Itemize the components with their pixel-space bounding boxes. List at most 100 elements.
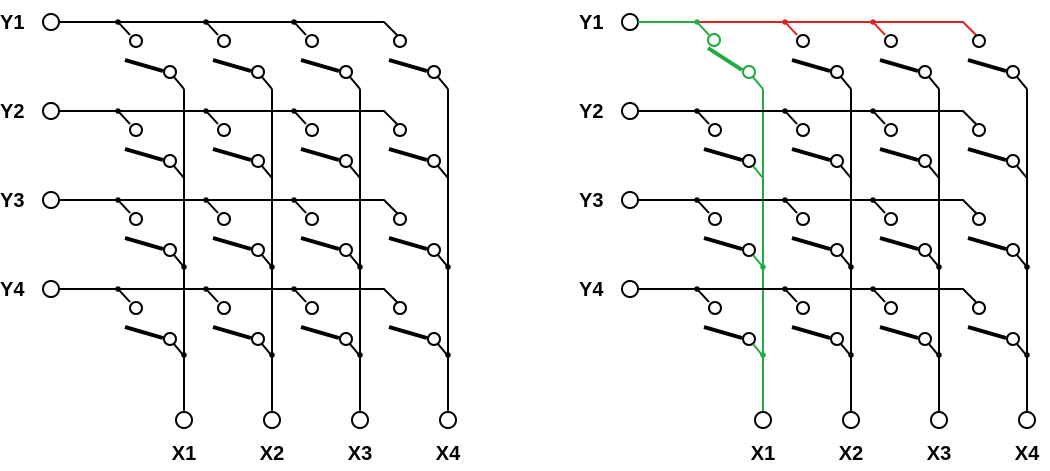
switch-lead — [1016, 343, 1028, 357]
row-terminal — [42, 102, 60, 120]
switch-lead — [437, 76, 449, 90]
switch-contact — [884, 34, 898, 48]
switch-contact — [796, 123, 810, 137]
switch-blade-open — [967, 58, 1007, 73]
row-wire — [118, 110, 398, 125]
switch-blade-open — [124, 236, 164, 251]
switch-contact — [339, 243, 353, 257]
switch-arm — [696, 199, 710, 214]
switch-arm — [117, 110, 131, 125]
switch-contact — [972, 123, 986, 137]
row-wire — [118, 288, 398, 303]
row-label: Y3 — [579, 190, 603, 212]
switch-arm — [117, 199, 131, 214]
switch-blade-open — [703, 236, 743, 251]
switch-contact — [742, 65, 756, 79]
switch-contact — [427, 65, 441, 79]
switch-contact — [163, 65, 177, 79]
switch-contact — [830, 154, 844, 168]
switch-blade-open — [300, 58, 340, 73]
switch-blade-open — [703, 147, 743, 162]
switch-blade-open — [388, 147, 428, 162]
switch-blade-open — [388, 236, 428, 251]
switch-arm — [205, 199, 219, 214]
row-terminal — [621, 13, 639, 31]
switch-contact — [796, 212, 810, 226]
switch-contact — [742, 332, 756, 346]
switch-contact — [708, 301, 722, 315]
switch-blade-open — [300, 325, 340, 340]
switch-blade-open — [791, 325, 831, 340]
switch-contact — [708, 123, 722, 137]
switch-contact — [884, 301, 898, 315]
switch-blade-open — [967, 236, 1007, 251]
switch-arm — [117, 288, 131, 303]
switch-contact — [305, 34, 319, 48]
switch-arm — [696, 110, 710, 125]
column-terminal — [842, 411, 860, 429]
column-label: X1 — [751, 443, 775, 465]
switch-contact — [796, 301, 810, 315]
column-terminal — [263, 411, 281, 429]
switch-arm — [117, 21, 131, 36]
switch-contact — [393, 34, 407, 48]
column-label: X1 — [172, 443, 196, 465]
switch-lead — [928, 165, 940, 179]
switch-blade-open — [300, 147, 340, 162]
switch-lead — [1016, 76, 1028, 90]
switch-lead — [840, 165, 852, 179]
switch-lead — [173, 254, 185, 268]
switch-arm — [784, 110, 798, 125]
switch-blade-open — [791, 147, 831, 162]
switch-arm — [784, 199, 798, 214]
switch-blade-open — [212, 58, 252, 73]
switch-lead — [261, 343, 273, 357]
switch-lead — [752, 165, 764, 179]
row-terminal — [621, 102, 639, 120]
switch-contact — [251, 332, 265, 346]
switch-lead — [752, 76, 764, 90]
switch-arm — [872, 199, 886, 214]
switch-blade-open — [388, 325, 428, 340]
switch-blade-open — [879, 325, 919, 340]
switch-lead — [173, 343, 185, 357]
switch-arm — [293, 110, 307, 125]
row-wire — [697, 21, 977, 36]
switch-contact — [742, 243, 756, 257]
switch-contact — [427, 154, 441, 168]
switch-contact — [251, 65, 265, 79]
switch-contact — [305, 212, 319, 226]
switch-contact — [339, 332, 353, 346]
row-terminal — [42, 191, 60, 209]
switch-arm — [293, 199, 307, 214]
switch-blade-open — [879, 58, 919, 73]
switch-contact — [884, 212, 898, 226]
switch-arm — [784, 21, 798, 36]
switch-contact — [393, 212, 407, 226]
switch-arm — [872, 110, 886, 125]
switch-lead — [173, 76, 185, 90]
switch-arm — [293, 21, 307, 36]
switch-arm — [696, 288, 710, 303]
switch-arm — [872, 288, 886, 303]
switch-lead — [1016, 165, 1028, 179]
switch-blade-open — [967, 325, 1007, 340]
switch-blade-open — [212, 325, 252, 340]
switch-contact — [217, 212, 231, 226]
switch-contact — [129, 212, 143, 226]
switch-contact — [251, 154, 265, 168]
switch-contact — [129, 34, 143, 48]
switch-contact — [393, 123, 407, 137]
switch-blade-closed — [706, 46, 744, 72]
switch-contact — [830, 332, 844, 346]
switch-contact — [339, 154, 353, 168]
switch-contact — [1006, 65, 1020, 79]
switch-contact — [972, 34, 986, 48]
switch-contact — [918, 65, 932, 79]
switch-blade-open — [300, 236, 340, 251]
switch-blade-open — [879, 236, 919, 251]
switch-contact — [217, 34, 231, 48]
switch-blade-open — [212, 236, 252, 251]
